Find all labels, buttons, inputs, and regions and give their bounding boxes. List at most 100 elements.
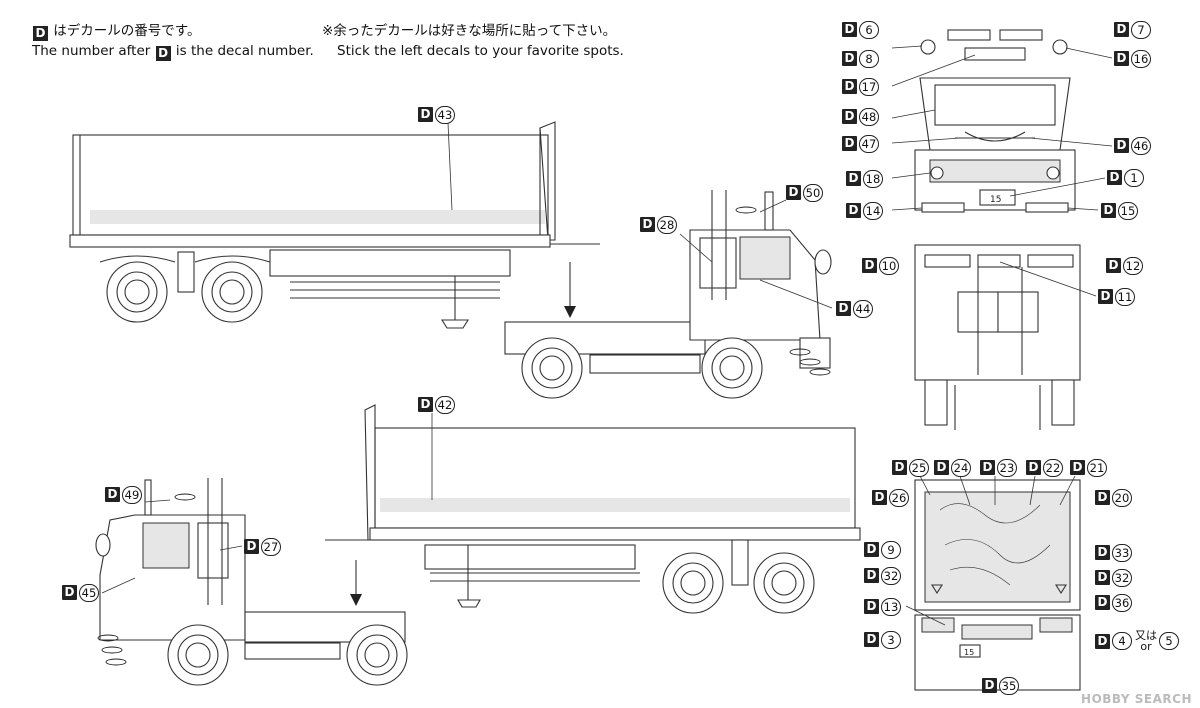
alternative-jp: 又は <box>1135 629 1157 642</box>
trailer-side-view-bottom <box>325 404 861 614</box>
decal-number: 10 <box>879 256 899 275</box>
decal-d-icon: D <box>980 460 995 475</box>
flame-decal-marks <box>97 493 196 666</box>
tractor-front-view: 15 <box>914 29 1076 213</box>
decal-d-icon: D <box>846 203 861 218</box>
decal-d-icon: D <box>1114 51 1129 66</box>
decal-d-icon: D <box>934 460 949 475</box>
decal-number: 9 <box>881 540 901 559</box>
decal-d-icon: D <box>1114 138 1129 153</box>
decal-d-icon: D <box>842 22 857 37</box>
decal-number: 17 <box>859 77 879 96</box>
decal-number: 1 <box>1124 168 1144 187</box>
decal-number: 26 <box>889 488 909 507</box>
decal-callout-4-or-5: D 4 又は or 5 <box>1095 629 1179 653</box>
decal-number: 24 <box>951 458 971 477</box>
note-en-leftover: Stick the left decals to your favorite s… <box>337 43 624 59</box>
decal-d-icon: D <box>842 79 857 94</box>
decal-number: 45 <box>79 583 99 602</box>
decal-d-icon: D <box>1098 289 1113 304</box>
decal-number: 16 <box>1131 49 1151 68</box>
decal-d-icon: D <box>33 26 48 41</box>
decal-d-icon: D <box>1114 22 1129 37</box>
tractor-side-view-left <box>95 478 408 686</box>
decal-number: 11 <box>1115 287 1135 306</box>
decal-d-icon: D <box>1026 460 1041 475</box>
rear-plate-number: 15 <box>964 648 974 657</box>
decal-d-icon: D <box>62 585 77 600</box>
decal-d-icon: D <box>1107 170 1122 185</box>
callout-leader-lines <box>101 45 1113 626</box>
decal-number: 3 <box>881 630 901 649</box>
decal-number: 8 <box>859 49 879 68</box>
note-en-pre: The number after <box>32 43 151 59</box>
decal-number: 4 <box>1112 632 1132 650</box>
note-jp-decal-number-text: はデカールの番号です。 <box>53 23 201 39</box>
decal-number: 43 <box>435 105 455 124</box>
decal-d-icon: D <box>786 185 801 200</box>
decal-d-icon: D <box>864 542 879 557</box>
decal-number: 49 <box>122 485 142 504</box>
decal-d-icon: D <box>155 46 171 61</box>
note-jp-decal-number: D はデカールの番号です。 <box>32 22 200 41</box>
decal-number: 6 <box>859 20 879 39</box>
note-en-decal-number: The number after D is the decal number. <box>32 42 314 61</box>
trailer-rear-view <box>914 244 1081 430</box>
decal-d-icon: D <box>1095 545 1110 560</box>
decal-d-icon: D <box>105 487 120 502</box>
decal-d-icon: D <box>892 460 907 475</box>
decal-number: 50 <box>803 183 823 202</box>
decal-d-icon: D <box>1106 258 1121 273</box>
decal-d-icon: D <box>244 539 259 554</box>
decal-d-icon: D <box>1101 203 1116 218</box>
decal-number: 33 <box>1112 543 1132 562</box>
flame-decal-marks <box>735 206 831 376</box>
decal-number: 15 <box>1118 201 1138 220</box>
tractor-side-view-right <box>504 190 832 399</box>
decal-d-icon: D <box>842 109 857 124</box>
trailer-rear-panel-view: 15 <box>914 479 1081 691</box>
decal-d-icon: D <box>1095 633 1110 649</box>
decal-number: 44 <box>853 299 873 318</box>
decal-number: 12 <box>1123 256 1143 275</box>
note-jp-leftover: ※余ったデカールは好きな場所に貼って下さい。 <box>322 23 617 39</box>
front-plate-number: 15 <box>990 195 1001 205</box>
decal-d-icon: D <box>418 397 433 412</box>
decal-number: 5 <box>1159 632 1179 650</box>
decal-number: 32 <box>881 566 901 585</box>
decal-d-icon: D <box>864 632 879 647</box>
alternative-label: 又は or <box>1135 630 1157 652</box>
decal-number: 18 <box>863 169 883 188</box>
decal-d-icon: D <box>640 217 655 232</box>
decal-number: 7 <box>1131 20 1151 39</box>
watermark: HOBBY SEARCH <box>1081 692 1192 706</box>
decal-d-icon: D <box>864 568 879 583</box>
decal-number: 35 <box>999 676 1019 695</box>
note-en-post: is the decal number. <box>175 43 314 59</box>
decal-number: 46 <box>1131 136 1151 155</box>
